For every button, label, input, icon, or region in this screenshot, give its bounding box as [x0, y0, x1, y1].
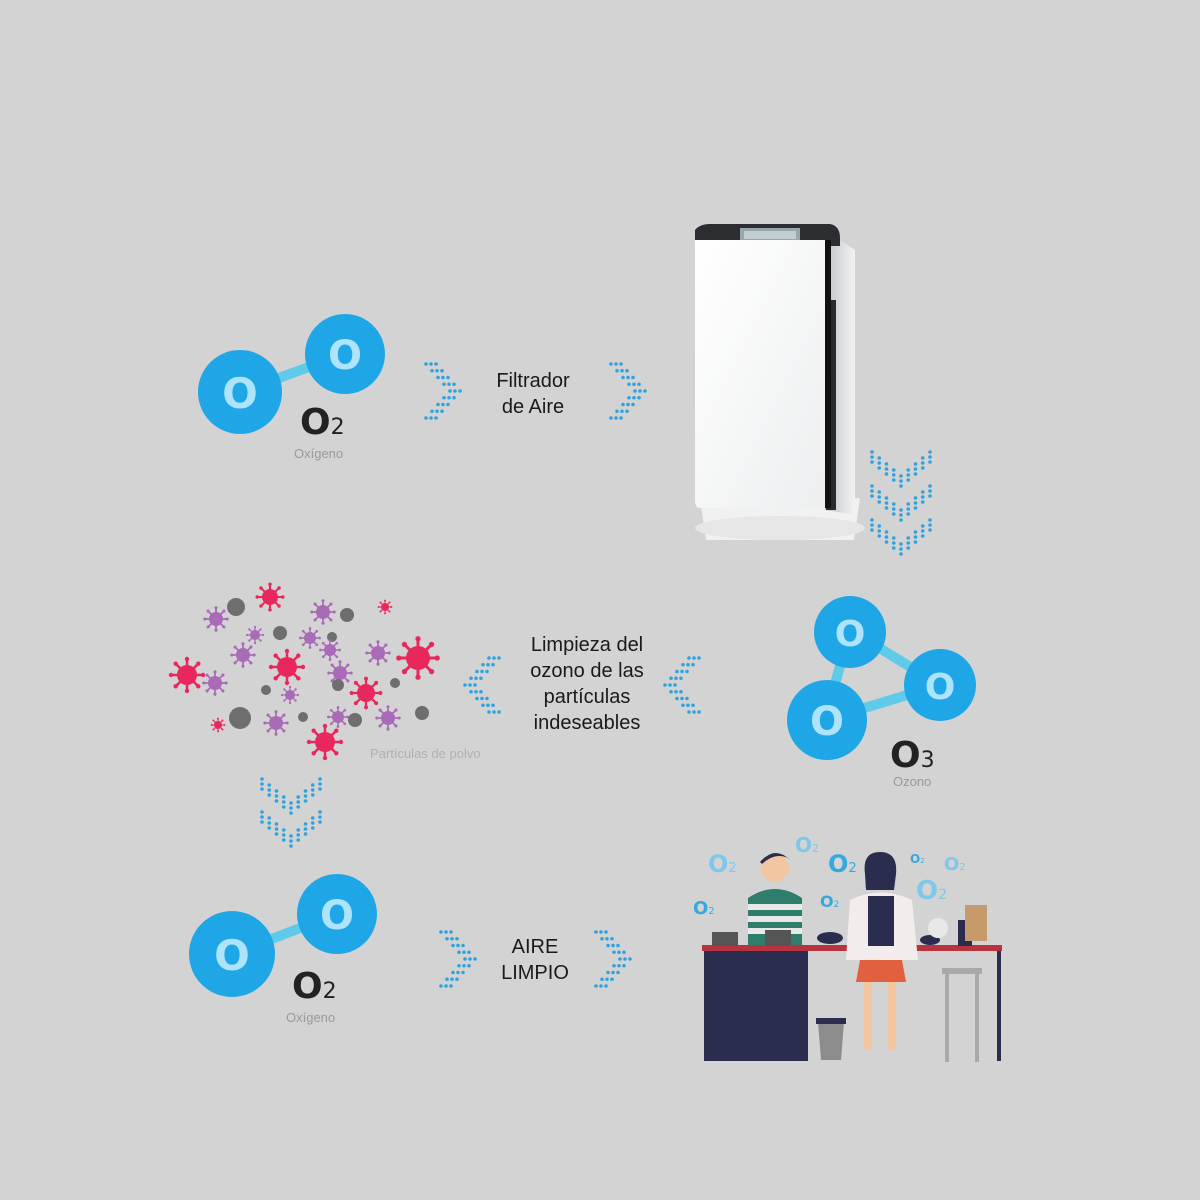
virus-icon	[230, 642, 256, 668]
virus-icon	[268, 648, 306, 686]
virus-icon	[306, 723, 344, 761]
virus-icon	[202, 670, 228, 696]
kitchen-scene-icon	[702, 852, 1002, 1062]
clean-air-label: AIRE LIMPIO	[490, 934, 580, 986]
dust-particles-cluster	[168, 582, 440, 761]
filter-label: Filtrador de Aire	[478, 368, 588, 420]
o2-formula: O2	[300, 402, 345, 443]
filter-label-line2: de Aire	[501, 396, 565, 418]
virus-icon	[396, 636, 440, 680]
formula-subscript: 3	[920, 748, 935, 773]
dust-particle-icon	[390, 678, 400, 688]
virus-icon	[255, 582, 285, 612]
oxygen-caption: Oxígeno	[286, 1010, 336, 1025]
dust-particle-icon	[227, 598, 245, 616]
ozone-label-line: indeseables	[533, 712, 641, 734]
particles-caption: Partículas de polvo	[370, 746, 481, 761]
filter-label-line1: Filtrador	[496, 370, 570, 392]
virus-icon	[280, 685, 300, 705]
dotted-arrow-down-icon	[260, 810, 322, 848]
scene-o2-label: O2	[708, 850, 737, 878]
dotted-arrow-down-icon	[870, 450, 932, 488]
virus-icon	[349, 676, 383, 710]
scene-o2-label: O2	[916, 876, 948, 906]
dotted-arrow-left-icon	[463, 656, 501, 714]
dotted-arrow-down-icon	[870, 518, 932, 556]
o3-formula: O3	[890, 735, 935, 776]
atom-letter: O	[810, 699, 844, 745]
scene-o2-label: O2	[820, 892, 840, 911]
dotted-arrow-right-icon	[424, 362, 462, 420]
ozone-cleaning-label: Limpieza del ozono de las partículas ind…	[512, 632, 662, 736]
scene-o2-label: O2	[910, 852, 925, 866]
scene-o2-label: O2	[944, 854, 966, 875]
scene-o2-label: O2	[828, 850, 857, 878]
formula-symbol: O	[300, 402, 331, 443]
virus-icon	[365, 640, 391, 666]
dust-particle-icon	[332, 679, 344, 691]
dust-particle-icon	[298, 712, 308, 722]
dust-particle-icon	[327, 632, 337, 642]
air-purifier-icon	[695, 224, 865, 540]
ozone-label-line: Limpieza del	[530, 634, 644, 656]
virus-icon	[319, 639, 341, 661]
dotted-arrow-right-icon	[594, 930, 632, 988]
virus-icon	[263, 710, 289, 736]
virus-icon	[310, 599, 336, 625]
atom-letter: O	[925, 667, 956, 708]
ozone-label-line: partículas	[543, 686, 631, 708]
dotted-arrow-right-icon	[609, 362, 647, 420]
dust-particle-icon	[415, 706, 429, 720]
formula-symbol: O	[890, 735, 921, 776]
o2-formula: O2	[292, 966, 337, 1007]
virus-icon	[299, 627, 321, 649]
dust-particle-icon	[261, 685, 271, 695]
formula-symbol: O	[292, 966, 323, 1007]
virus-icon	[375, 705, 401, 731]
dust-particle-icon	[229, 707, 251, 729]
ozone-caption: Ozono	[893, 774, 932, 789]
ozone-label-line: ozono de las	[530, 660, 644, 682]
dust-particle-icon	[348, 713, 362, 727]
formula-subscript: 2	[322, 979, 337, 1004]
virus-icon	[168, 656, 206, 694]
atom-letter: O	[320, 893, 354, 939]
formula-subscript: 2	[330, 415, 345, 440]
ozone-molecule-icon: O O O	[787, 596, 976, 760]
atom-letter: O	[222, 369, 258, 418]
dust-particle-icon	[340, 608, 354, 622]
oxygen-molecule-icon: O O	[198, 314, 385, 434]
atom-letter: O	[214, 931, 250, 980]
virus-icon	[327, 706, 349, 728]
dust-particle-icon	[273, 626, 287, 640]
virus-icon	[210, 717, 226, 733]
virus-icon	[203, 606, 229, 632]
dotted-arrow-left-icon	[663, 656, 701, 714]
dotted-arrow-down-icon	[870, 484, 932, 522]
virus-icon	[327, 660, 353, 686]
scene-o2-label: O2	[795, 833, 820, 857]
atom-letter: O	[835, 614, 866, 655]
clean-air-line2: LIMPIO	[501, 962, 569, 984]
virus-icon	[377, 599, 393, 615]
oxygen-caption: Oxígeno	[294, 446, 344, 461]
clean-air-line1: AIRE	[511, 936, 559, 958]
scene-o2-label: O2	[693, 898, 715, 919]
oxygen-molecule-icon: O O	[189, 874, 377, 997]
virus-icon	[245, 625, 265, 645]
atom-letter: O	[328, 333, 362, 379]
dotted-arrow-down-icon	[260, 777, 322, 815]
dotted-arrow-right-icon	[439, 930, 477, 988]
